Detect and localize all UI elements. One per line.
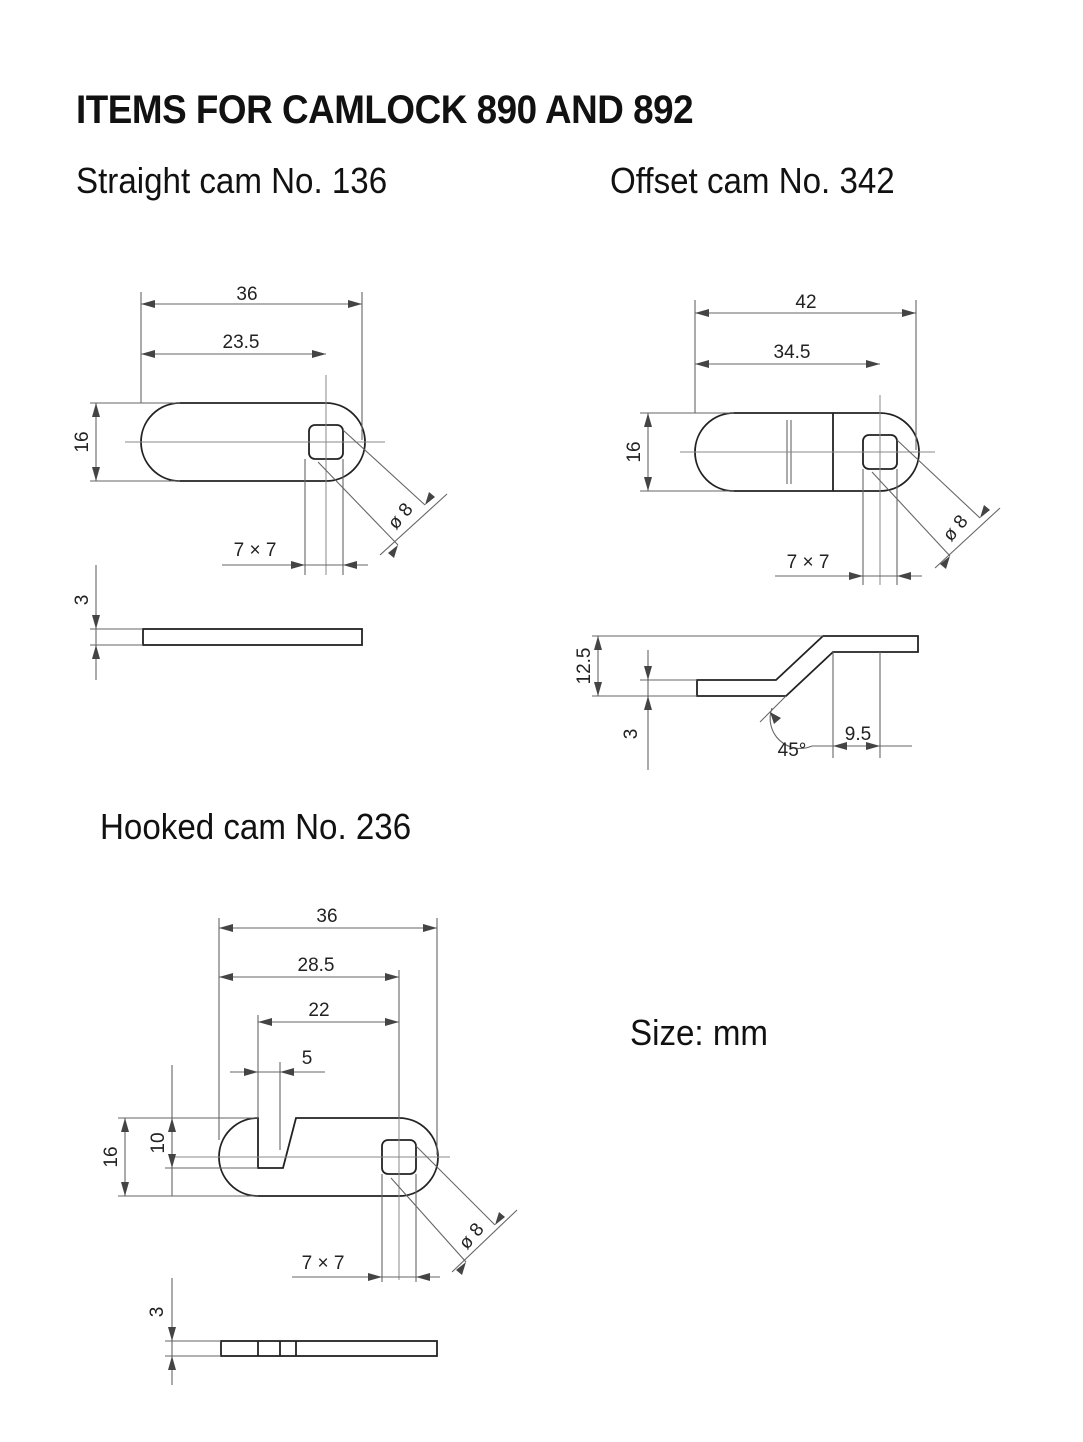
offset-dim-offset: 12.5 xyxy=(574,648,595,685)
hooked-dim-hole-pos: 28.5 xyxy=(298,955,335,976)
hooked-dim-hook-pos: 22 xyxy=(308,1000,329,1021)
offset-dim-flat: 9.5 xyxy=(845,724,871,745)
hooked-cam-heading: Hooked cam No. 236 xyxy=(100,806,412,847)
size-unit-note: Size: mm xyxy=(630,1012,769,1053)
straight-dim-length: 36 xyxy=(236,284,257,305)
offset-cam-drawing: 42 34.5 16 7 × 7 ø 8 12.5 3 45° 9.5 xyxy=(574,292,1001,770)
hooked-dim-slot: 5 xyxy=(302,1048,313,1069)
page-title: ITEMS FOR CAMLOCK 890 AND 892 xyxy=(76,88,694,132)
straight-cam-drawing: 36 23.5 16 7 × 7 ø 8 3 xyxy=(72,284,448,680)
hooked-dim-length: 36 xyxy=(316,906,337,927)
straight-dim-square: 7 × 7 xyxy=(234,540,277,561)
hooked-dim-thickness: 3 xyxy=(147,1307,168,1318)
hooked-cam-outline xyxy=(218,1117,439,1197)
straight-cam-heading: Straight cam No. 136 xyxy=(76,160,388,201)
hooked-dim-diameter: ø 8 xyxy=(455,1219,489,1254)
hooked-cam-drawing: 36 28.5 22 5 16 10 7 × 7 ø 8 3 xyxy=(101,906,518,1385)
hooked-dim-slot-depth: 10 xyxy=(148,1132,169,1153)
straight-dim-thickness: 3 xyxy=(72,595,93,606)
offset-dim-hole-pos: 34.5 xyxy=(774,342,811,363)
hooked-cam-side-view xyxy=(220,1340,438,1357)
offset-dim-length: 42 xyxy=(795,292,816,313)
offset-dim-angle: 45° xyxy=(778,740,807,761)
straight-dim-diameter: ø 8 xyxy=(384,499,418,534)
offset-dim-square: 7 × 7 xyxy=(787,552,830,573)
offset-cam-heading: Offset cam No. 342 xyxy=(610,160,895,201)
hooked-dim-square: 7 × 7 xyxy=(302,1253,345,1274)
hooked-dim-height: 16 xyxy=(101,1146,122,1167)
straight-dim-height: 16 xyxy=(72,431,93,452)
straight-cam-side-view xyxy=(142,628,363,646)
offset-dim-diameter: ø 8 xyxy=(939,511,973,546)
straight-dim-hole-pos: 23.5 xyxy=(223,332,260,353)
offset-dim-thickness: 3 xyxy=(621,729,642,740)
offset-cam-side-view xyxy=(696,635,919,697)
offset-dim-height: 16 xyxy=(624,441,645,462)
